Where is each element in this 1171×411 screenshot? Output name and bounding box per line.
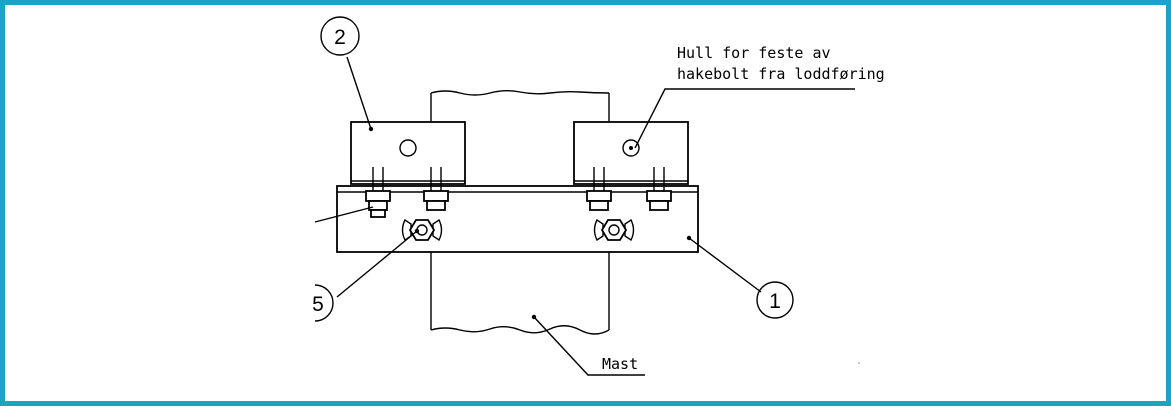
bolt-left-1 bbox=[365, 167, 391, 218]
callout-2: 2 bbox=[320, 16, 360, 56]
mast bbox=[430, 90, 610, 335]
hole-annotation-line2: hakebolt fra loddføring bbox=[677, 65, 885, 83]
callout-1-label: 1 bbox=[769, 290, 781, 313]
callout-2-label: 2 bbox=[334, 26, 346, 49]
mast-bracket-drawing: 2 1 5 Hull for feste av hakebolt fra lod… bbox=[312, 16, 885, 376]
bolt-left-2 bbox=[423, 167, 449, 211]
callout-5: 5 bbox=[312, 284, 334, 322]
callout-5-label: 5 bbox=[312, 293, 324, 316]
callout-1: 1 bbox=[756, 281, 794, 319]
bracket-block-left bbox=[350, 121, 466, 185]
base-plate bbox=[336, 185, 699, 253]
slot-nut-right bbox=[593, 218, 635, 242]
mast-label: Mast bbox=[602, 355, 638, 373]
bolt-right-1 bbox=[586, 167, 612, 211]
leader-lines bbox=[314, 56, 855, 376]
bolt-right-2 bbox=[646, 167, 672, 211]
hole-annotation-line1: Hull for feste av bbox=[677, 44, 831, 62]
slot-nut-left bbox=[401, 218, 443, 242]
bracket-block-right bbox=[573, 121, 689, 185]
